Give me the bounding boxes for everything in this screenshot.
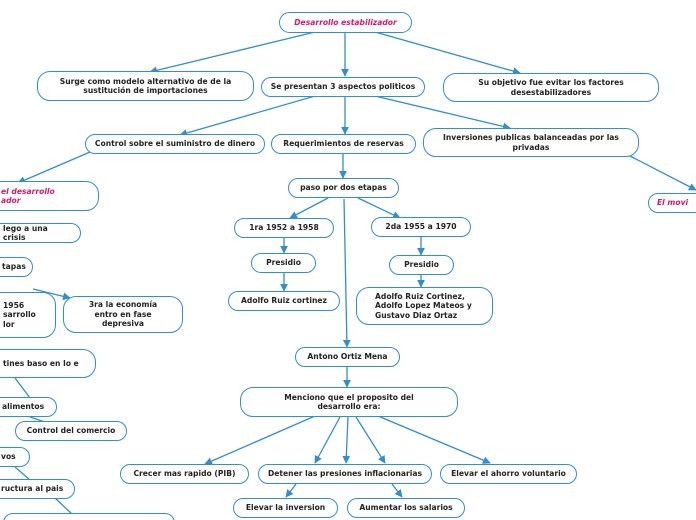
link-menciono-ahorro (377, 415, 491, 464)
node-crisis[interactable]: lego a una crisis (0, 223, 81, 243)
node-1956[interactable]: 1956 sarrollo lor (0, 292, 56, 338)
node-requerimientos-label: Requerimientos de reservas (283, 139, 404, 149)
node-alimentos-label: alimentos (2, 402, 45, 412)
link-menciono-detener-c (355, 416, 386, 464)
node-etapas-left-label: tapas (2, 262, 26, 272)
node-inversion[interactable]: Elevar la inversion (233, 498, 338, 518)
link-control-desarrollo (17, 151, 91, 184)
node-alimentos[interactable]: alimentos (0, 397, 57, 417)
node-ruiz[interactable]: Adolfo Ruiz cortinez (228, 291, 340, 311)
link-menciono-detener-b (342, 416, 351, 464)
node-requerimientos[interactable]: Requerimientos de reservas (271, 134, 416, 154)
node-root-label: Desarrollo estabilizador (294, 17, 397, 27)
node-paso[interactable]: paso por dos etapas (288, 178, 399, 198)
node-etapa1-label: 1ra 1952 a 1958 (249, 223, 319, 233)
node-aspectos-label: Se presentan 3 aspectos politicos (270, 82, 416, 92)
node-movi-label: El movi (657, 198, 689, 208)
link-aspectos-inversiones (374, 95, 511, 131)
node-estructura[interactable]: ructura al pais (0, 479, 75, 499)
link-paso-etapa2 (357, 197, 401, 219)
node-salarios[interactable]: Aumentar los salarios (347, 498, 465, 518)
node-tines-label: tines baso en lo e (3, 358, 79, 368)
node-paso-label: paso por dos etapas (300, 183, 387, 193)
node-control-dinero[interactable]: Control sobre el suministro de dinero (85, 134, 265, 154)
link-aspectos-control (179, 95, 316, 137)
node-inversion-label: Elevar la inversion (245, 503, 326, 513)
node-ruiz-label: Adolfo Ruiz cortinez (241, 296, 327, 306)
node-presidentes-label: Adolfo Ruiz Cortinez, Adolfo Lopez Mateo… (375, 291, 472, 320)
node-salarios-label: Aumentar los salarios (359, 503, 453, 513)
node-control-comercio[interactable]: Control del comercio (15, 421, 127, 441)
node-presidio1[interactable]: Presidio (251, 253, 316, 273)
node-vos-label: vos (1, 452, 16, 462)
node-objetivo[interactable]: Su objetivo fue evitar los factores dese… (443, 73, 659, 102)
node-control-comercio-label: Control del comercio (26, 426, 116, 436)
node-etapa1[interactable]: 1ra 1952 a 1958 (234, 218, 334, 238)
link-objetivo-movi (629, 155, 696, 191)
node-modelo[interactable]: Surge como modelo alternativo de de la s… (37, 71, 254, 101)
link-vos-estructura (14, 466, 31, 481)
node-bottom-left[interactable] (3, 513, 175, 520)
node-tines[interactable]: tines baso en lo e (0, 349, 96, 378)
node-modelo-label: Surge como modelo alternativo de de la s… (59, 76, 232, 95)
node-presidio2-label: Presidio (404, 260, 439, 270)
link-etapas-tercera (32, 288, 71, 301)
node-etapa2[interactable]: 2da 1955 a 1970 (371, 217, 471, 237)
node-objetivo-label: Su objetivo fue evitar los factores dese… (478, 78, 624, 97)
node-presidentes[interactable]: Adolfo Ruiz Cortinez, Adolfo Lopez Mateo… (356, 287, 493, 325)
node-aspectos[interactable]: Se presentan 3 aspectos politicos (261, 77, 425, 97)
node-menciono-label: Menciono que el proposito del desarrollo… (284, 392, 414, 411)
node-etapa2-label: 2da 1955 a 1970 (385, 222, 457, 232)
link-tines-alimentos (14, 377, 31, 399)
node-inversiones-label: Inversiones publicas balanceadas por las… (443, 133, 619, 152)
node-1956-label: 1956 sarrollo lor (3, 300, 36, 329)
node-presidio1-label: Presidio (266, 258, 301, 268)
node-control-dinero-label: Control sobre el suministro de dinero (94, 139, 256, 149)
node-menciono[interactable]: Menciono que el proposito del desarrollo… (240, 387, 458, 417)
node-ortiz[interactable]: Antono Ortiz Mena (295, 347, 400, 367)
node-ortiz-label: Antono Ortiz Mena (307, 352, 388, 362)
node-desarrollo-left[interactable]: el desarrollo ador (0, 181, 99, 211)
node-crecer[interactable]: Crecer mas rapido (PIB) (120, 464, 249, 484)
node-detener-label: Detener las presiones inflacionarias (267, 469, 423, 479)
link-menciono-crecer (204, 415, 316, 465)
node-tercera[interactable]: 3ra la economía entro en fase depresiva (63, 296, 183, 333)
node-tercera-label: 3ra la economía entro en fase depresiva (88, 300, 158, 329)
node-crecer-label: Crecer mas rapido (PIB) (133, 469, 236, 479)
node-estructura-label: ructura al pais (1, 484, 64, 494)
link-root-modelo (149, 31, 316, 75)
link-paso-ortiz (342, 198, 351, 348)
node-ahorro[interactable]: Elevar el ahorro voluntario (440, 464, 577, 484)
link-detener-inversion (285, 483, 297, 498)
node-detener[interactable]: Detener las presiones inflacionarias (258, 464, 432, 484)
link-detener-salarios (391, 483, 403, 498)
node-ahorro-label: Elevar el ahorro voluntario (451, 469, 566, 479)
node-movi[interactable]: El movi (648, 193, 696, 213)
link-paso-etapa1 (289, 197, 329, 219)
link-root-objetivo (374, 31, 521, 75)
node-etapas-left[interactable]: tapas (0, 257, 33, 277)
node-crisis-label: lego a una crisis (3, 223, 48, 242)
node-inversiones[interactable]: Inversiones publicas balanceadas por las… (423, 128, 639, 157)
link-estructura-bottom (54, 497, 73, 515)
link-menciono-detener (314, 416, 341, 464)
node-desarrollo-left-label: el desarrollo ador (1, 186, 55, 205)
node-vos[interactable]: vos (0, 447, 30, 467)
node-presidio2[interactable]: Presidio (389, 255, 454, 275)
node-root[interactable]: Desarrollo estabilizador (279, 12, 412, 33)
